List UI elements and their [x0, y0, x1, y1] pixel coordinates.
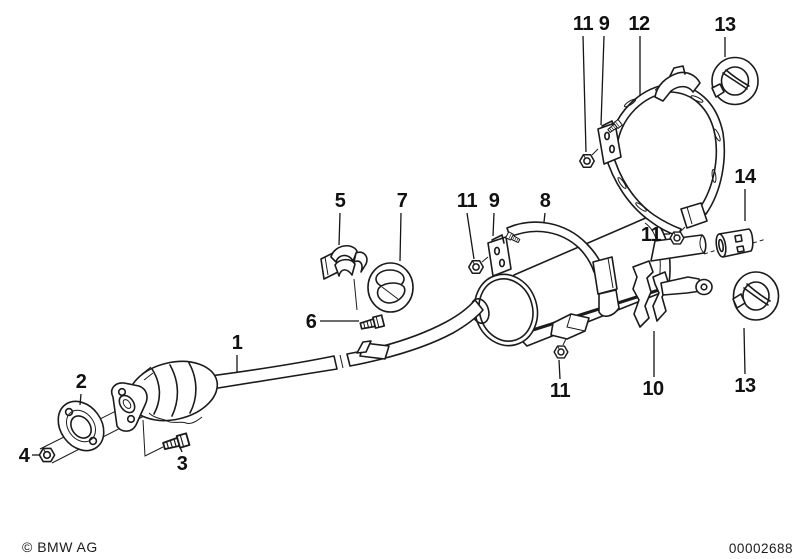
part-callout-11-14[interactable]: 11 [550, 380, 571, 402]
nut-11-front [468, 259, 484, 275]
part-callout-12-2[interactable]: 12 [628, 13, 650, 35]
part-9-bracket-top [597, 122, 622, 165]
part-callout-10-15[interactable]: 10 [642, 378, 664, 400]
nut-11-top [579, 153, 595, 169]
part-callout-5-5[interactable]: 5 [335, 190, 347, 212]
part-callout-11-10[interactable]: 11 [641, 224, 662, 246]
part-callout-11-0[interactable]: 11 [573, 13, 594, 35]
part-13-rubber-ring-bottom [732, 271, 780, 321]
callout-leader-3-18 [179, 446, 183, 453]
part-callout-1-11[interactable]: 1 [232, 332, 244, 354]
part-6-bolt [353, 278, 386, 333]
callout-leader-7-6 [399, 212, 402, 262]
callout-leader-11-0 [582, 35, 587, 153]
part-7-rubber-ring [367, 262, 414, 313]
part-10-rear-bracket [632, 260, 713, 328]
callout-leader-11-7 [466, 212, 475, 260]
document-number: 00002688 [728, 541, 793, 556]
part-8-rear-muffler [470, 216, 707, 347]
callout-leader-9-8 [492, 212, 495, 237]
part-3-bolt [142, 419, 191, 457]
part-callout-9-1[interactable]: 9 [599, 13, 611, 35]
part-13-rubber-ring-top [711, 56, 759, 106]
part-5-clamp [320, 244, 368, 280]
part-callout-3-18[interactable]: 3 [177, 453, 189, 475]
strap-hook-bracket [654, 71, 701, 102]
muffler-strap-band [506, 221, 620, 317]
muffler-lower-bracket [550, 313, 590, 359]
part-callout-4-17[interactable]: 4 [19, 445, 32, 467]
callout-leader-9-1 [600, 35, 605, 126]
copyright-text: © BMW AG [22, 539, 98, 555]
part-callout-9-8[interactable]: 9 [489, 190, 501, 212]
part-1-catalytic-converter [110, 360, 219, 432]
part-4-nut [38, 447, 56, 463]
part-callout-11-7[interactable]: 11 [457, 190, 478, 212]
part-callout-6-12[interactable]: 6 [306, 311, 318, 333]
part-callout-2-13[interactable]: 2 [76, 371, 88, 393]
part-callout-14-4[interactable]: 14 [734, 166, 757, 188]
part-9-bracket-front [468, 231, 522, 277]
nut-11-strap-end [669, 231, 685, 245]
nut-11-bottom [553, 345, 569, 359]
part-callout-13-16[interactable]: 13 [734, 375, 756, 397]
part-callout-13-3[interactable]: 13 [714, 14, 736, 36]
callout-leader-8-9 [543, 212, 546, 223]
part-callout-8-9[interactable]: 8 [540, 190, 552, 212]
center-pipe [209, 299, 484, 390]
callout-leader-2-13 [79, 393, 82, 406]
callout-leader-5-5 [338, 212, 341, 246]
part-12-mounting-strap [579, 65, 726, 245]
part-2-gasket [57, 400, 105, 452]
part-14-tailpipe-sleeve [703, 228, 767, 258]
part-callout-7-6[interactable]: 7 [397, 190, 409, 212]
callout-leader-11-14 [558, 359, 561, 380]
callout-leader-13-16 [743, 327, 746, 375]
